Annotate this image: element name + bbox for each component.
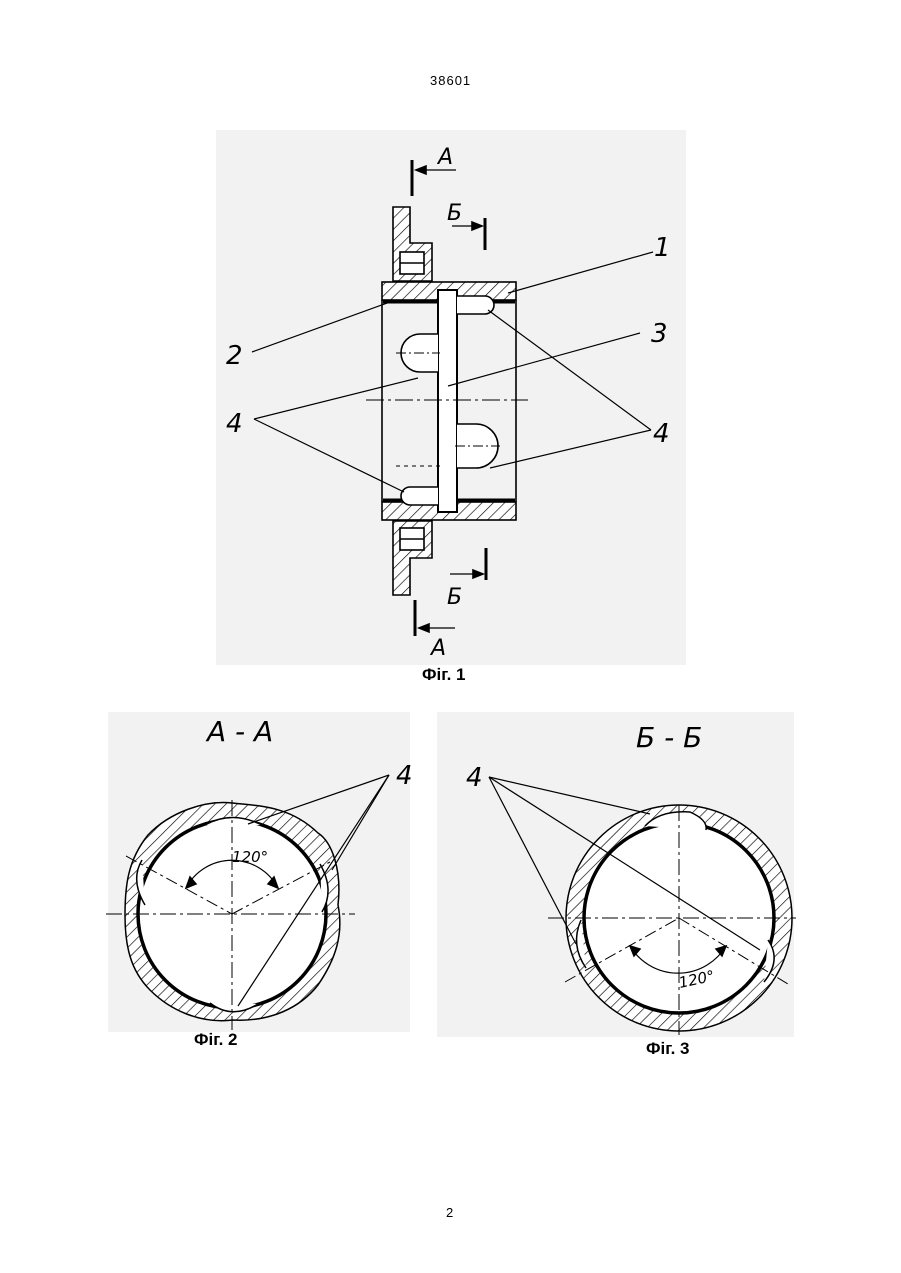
fig2-part-label-4: 4 xyxy=(396,761,413,791)
fig2-angle-label: 120° xyxy=(232,848,268,866)
part-label-3: 3 xyxy=(651,319,668,349)
fig2-drawing xyxy=(106,775,389,1030)
fig1-drawing xyxy=(252,160,653,636)
part-label-2: 2 xyxy=(226,341,243,371)
roller-top-right xyxy=(457,296,494,314)
roller-bottom-left xyxy=(401,487,438,505)
fig3-drawing xyxy=(489,777,796,1035)
fig1-mark-a-top: A xyxy=(436,145,453,170)
fig3-section-title: Б - Б xyxy=(636,721,702,754)
page-number: 2 xyxy=(446,1205,454,1220)
fig2-section-title: A - A xyxy=(205,715,273,748)
fig2-caption: Фіг. 2 xyxy=(194,1030,238,1050)
fig1-caption: Фіг. 1 xyxy=(422,665,466,685)
fig3-caption: Фіг. 3 xyxy=(646,1039,690,1059)
fig1-mark-b-top: Б xyxy=(447,201,462,226)
fig3-part-label-4: 4 xyxy=(466,763,483,793)
fig1-mark-b-bottom: Б xyxy=(447,585,462,610)
part-label-4-left: 4 xyxy=(226,409,243,439)
part-label-4-right: 4 xyxy=(653,419,670,449)
shaft xyxy=(438,290,457,512)
fig1-mark-a-bottom: A xyxy=(429,636,446,661)
part-label-1: 1 xyxy=(654,233,671,263)
